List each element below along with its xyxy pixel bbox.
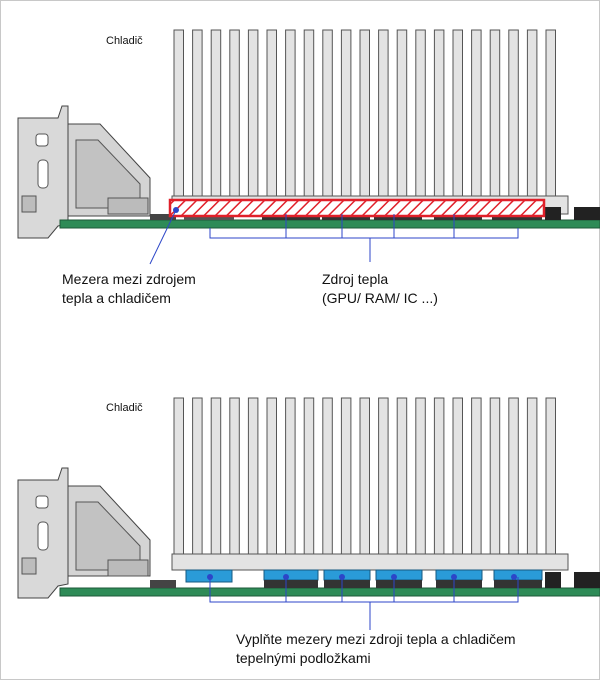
heatsink-fin xyxy=(322,397,333,555)
heatsink-fin xyxy=(247,397,259,555)
heatsink-fin xyxy=(229,397,240,555)
heatsink-fin xyxy=(210,29,222,197)
instruction-line2: tepelnými podložkami xyxy=(236,650,371,666)
gap-diagram xyxy=(17,29,600,265)
gap-label-line2: tepla a chladičem xyxy=(62,290,171,306)
heatsink-fin xyxy=(266,397,277,555)
heatsink-fin xyxy=(471,397,482,555)
heatsink-fin xyxy=(452,397,463,555)
leader-lines xyxy=(209,577,519,630)
heatsink-fin xyxy=(471,29,482,197)
leader-lines xyxy=(149,209,519,265)
thermal-pads xyxy=(185,569,543,583)
heatsink-fin xyxy=(508,397,519,555)
heatsink-fin xyxy=(192,29,203,197)
heatsink-fin xyxy=(396,397,408,555)
heatsink-fin xyxy=(303,29,315,197)
heatsink-fin xyxy=(359,397,370,555)
heatsink-fin xyxy=(489,397,501,555)
heatsink-fin xyxy=(266,29,277,197)
heatsink-fin xyxy=(378,397,389,555)
heatsink-fin xyxy=(210,397,222,555)
heat-source-label-line1: Zdroj tepla xyxy=(322,271,389,287)
heatsink-fin xyxy=(545,29,556,197)
heatsink-label: Chladič xyxy=(106,35,143,47)
heat-source-chips xyxy=(207,574,542,588)
instruction-line1: Vyplňte mezery mezi zdroji tepla a chlad… xyxy=(236,631,516,647)
heatsink-fin xyxy=(396,29,408,197)
pci-bracket xyxy=(17,467,151,599)
heat-source-label-line2: (GPU/ RAM/ IC ...) xyxy=(322,290,438,306)
heatsink-fin xyxy=(285,29,296,197)
heatsink-fin xyxy=(340,29,352,197)
heatsink-fin xyxy=(452,29,463,197)
heatsink-fin xyxy=(359,29,370,197)
heatsink-fin xyxy=(303,397,315,555)
thermal-pad-diagram xyxy=(17,397,600,630)
gap-label-line1: Mezera mezi zdrojem xyxy=(62,271,196,287)
heatsink-fin xyxy=(322,29,333,197)
heatsink-fin xyxy=(433,397,445,555)
heatsink-fin xyxy=(415,397,426,555)
heatsink-fin xyxy=(489,29,501,197)
heatsink-fin xyxy=(285,397,296,555)
heatsink-fin xyxy=(229,29,240,197)
pci-bracket xyxy=(17,105,151,239)
heatsink xyxy=(171,397,569,571)
heatsink-fin xyxy=(247,29,259,197)
heatsink-fin xyxy=(378,29,389,197)
heatsink-fin xyxy=(340,397,352,555)
heatsink-fin xyxy=(526,397,538,555)
heatsink-fin xyxy=(526,29,538,197)
heatsink-fin xyxy=(192,397,203,555)
heatsink-fin xyxy=(173,29,184,197)
heatsink-fin xyxy=(545,397,556,555)
panel-gap-illustration: Chladič Mezera mezi zdrojem tepla a chla… xyxy=(17,29,600,306)
heatsink-fin xyxy=(508,29,519,197)
heatsink-label: Chladič xyxy=(106,402,143,414)
gap-highlight xyxy=(168,198,546,218)
heatsink-fin xyxy=(415,29,426,197)
heatsink-fin xyxy=(173,397,184,555)
heatsink xyxy=(171,29,569,215)
panel-thermal-pads-illustration: Chladič Vyplňte mezery mezi zdroji tepla… xyxy=(0,340,600,680)
heatsink-fin xyxy=(433,29,445,197)
